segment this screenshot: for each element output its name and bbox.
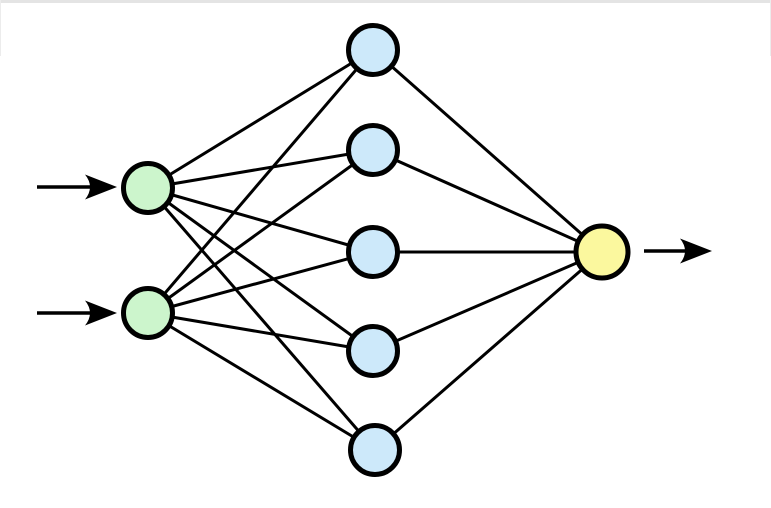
- edge-input-1-hidden-5: [146, 187, 377, 451]
- edge-hidden-4-output-1: [372, 250, 603, 353]
- edge-input-1-hidden-1: [147, 48, 374, 190]
- top-edge-strip: [0, 0, 771, 3]
- input-arrow-1: [37, 174, 117, 200]
- node-hidden-3: [346, 225, 400, 279]
- edge-input-2-hidden-5: [147, 311, 376, 452]
- edge-input-2-hidden-3: [147, 250, 374, 315]
- node-hidden-5: [348, 423, 402, 477]
- edge-input-2-hidden-4: [147, 311, 374, 353]
- node-hidden-1: [346, 23, 400, 77]
- node-hidden-2: [346, 123, 400, 177]
- node-input-2: [121, 286, 175, 340]
- edge-hidden-1-output-1: [372, 48, 603, 254]
- edge-hidden-5-output-1: [374, 250, 603, 452]
- edge-hidden-2-output-1: [372, 148, 603, 254]
- edge-input-1-hidden-3: [147, 186, 374, 254]
- input-arrow-2: [37, 300, 117, 326]
- edges-group: [146, 48, 603, 452]
- arrows-group: [37, 174, 712, 326]
- edge-input-1-hidden-4: [147, 186, 374, 353]
- edge-input-2-hidden-1: [146, 49, 375, 314]
- node-hidden-4: [346, 324, 400, 378]
- edge-input-2-hidden-2: [147, 148, 374, 315]
- nodes-group: [121, 23, 631, 477]
- node-output-1: [573, 223, 631, 281]
- input-arrow-2-head-icon: [85, 300, 117, 326]
- input-arrow-1-head-icon: [85, 174, 117, 200]
- node-input-1: [121, 161, 175, 215]
- output-arrow: [644, 238, 712, 264]
- edge-input-1-hidden-2: [147, 148, 374, 190]
- output-arrow-head-icon: [680, 238, 712, 264]
- left-edge-strip: [0, 0, 1, 56]
